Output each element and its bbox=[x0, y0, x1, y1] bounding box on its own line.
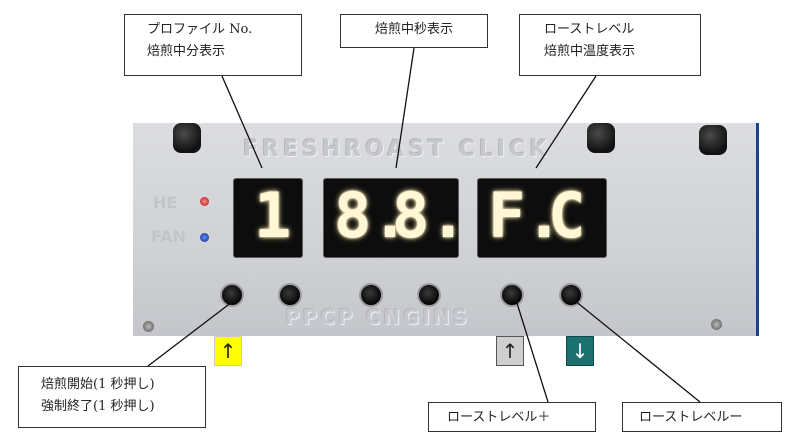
mount-knob-center-right bbox=[587, 123, 615, 153]
leader-line-plus bbox=[515, 299, 549, 403]
display-digit: F. bbox=[488, 179, 563, 252]
display-digit: C bbox=[548, 179, 586, 252]
callout-roast-level-temperature: ローストレベル 焙煎中温度表示 bbox=[519, 14, 701, 76]
start-arrow-marker: ↑ bbox=[214, 336, 242, 366]
panel-logo-bottom: PPCP CNGINS bbox=[285, 305, 471, 329]
callout-text: 焙煎開始(1 秒押し) bbox=[41, 377, 155, 392]
fan-led bbox=[200, 233, 209, 242]
callout-seconds: 焙煎中秒表示 bbox=[340, 14, 488, 48]
callout-text: 強制終了(1 秒押し) bbox=[41, 399, 155, 414]
device-panel: FRESHROAST CLICK PPCP CNGINS HE FAN 1 8.… bbox=[133, 123, 759, 336]
roast-level-minus-button[interactable] bbox=[559, 283, 583, 307]
roast-level-plus-button[interactable] bbox=[500, 283, 524, 307]
callout-text: 焙煎中温度表示 bbox=[544, 44, 636, 59]
panel-button-4[interactable] bbox=[417, 283, 441, 307]
callout-start-stop: 焙煎開始(1 秒押し) 強制終了(1 秒押し) bbox=[18, 366, 206, 428]
display-digit: 1 bbox=[254, 179, 292, 252]
leader-line-minus bbox=[573, 299, 701, 403]
screw-right bbox=[711, 319, 722, 330]
display-digit: 8. bbox=[392, 179, 467, 252]
display-profile-minutes: 1 bbox=[233, 178, 303, 258]
panel-button-3[interactable] bbox=[359, 283, 383, 307]
callout-profile-minutes: プロファイル No. 焙煎中分表示 bbox=[124, 14, 302, 76]
down-arrow-marker: ↓ bbox=[566, 336, 594, 366]
panel-button-2[interactable] bbox=[278, 283, 302, 307]
mount-knob-right bbox=[699, 125, 727, 155]
leader-line-profile bbox=[221, 75, 263, 169]
callout-text: プロファイル No. bbox=[147, 22, 253, 37]
start-stop-button[interactable] bbox=[220, 283, 244, 307]
led-label-fan: FAN bbox=[151, 227, 186, 246]
panel-logo-top: FRESHROAST CLICK bbox=[243, 137, 551, 162]
leader-line-seconds bbox=[395, 47, 415, 169]
callout-level-plus: ローストレベル＋ bbox=[428, 402, 596, 432]
mount-knob-left bbox=[173, 123, 201, 153]
heater-led bbox=[200, 197, 209, 206]
led-label-heater: HE bbox=[153, 193, 178, 212]
leader-line-start bbox=[147, 301, 233, 367]
callout-text: ローストレベル bbox=[544, 22, 635, 37]
display-digit: 8. bbox=[334, 179, 409, 252]
display-seconds: 8. 8. bbox=[323, 178, 467, 258]
leader-line-roast bbox=[535, 75, 597, 169]
callout-text: 焙煎中秒表示 bbox=[374, 22, 453, 37]
callout-text: ローストレベルー bbox=[639, 410, 743, 425]
screw-left bbox=[143, 321, 154, 332]
display-roast-level-temperature: F. C bbox=[477, 178, 607, 258]
callout-text: ローストレベル＋ bbox=[447, 410, 551, 425]
callout-text: 焙煎中分表示 bbox=[147, 44, 226, 59]
up-arrow-marker: ↑ bbox=[496, 336, 524, 366]
